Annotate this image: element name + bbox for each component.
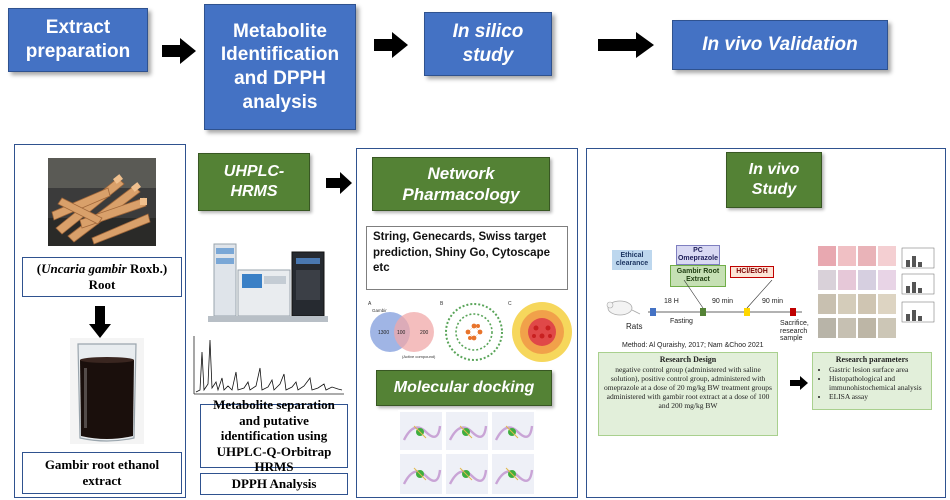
research-parameters-box: Research parameters Gastric lesion surfa…	[812, 352, 932, 410]
venn-left-value: 1300	[378, 330, 389, 336]
arrow-right-icon	[162, 38, 196, 64]
beaker-extract-image	[70, 338, 144, 444]
arrow-right-icon	[326, 172, 352, 194]
step-metabolite-identification: Metabolite Identification and DPPH analy…	[204, 4, 356, 130]
arrow-right-icon	[598, 32, 654, 58]
venn-label-b: B	[440, 301, 444, 307]
time-18h-label: 18 H	[664, 298, 679, 305]
tools-text: String, Genecards, Swiss target predicti…	[366, 226, 568, 290]
research-parameters-list: Gastric lesion surface area Histopatholo…	[817, 365, 927, 401]
research-design-text: negative control group (administered wit…	[604, 364, 772, 410]
step-extract-preparation: Extract preparation	[8, 8, 148, 72]
species-name: Uncaria gambir	[41, 261, 127, 277]
parameter-item: ELISA assay	[829, 392, 927, 401]
venn-left-name: Gambir	[372, 308, 387, 313]
arrow-right-icon	[790, 376, 808, 390]
molecular-docking-header: Molecular docking	[376, 370, 552, 406]
hrms-instrument-image	[206, 236, 330, 328]
hcl-etoh-box: HCl/EtOH	[730, 266, 774, 278]
timeline	[606, 280, 802, 316]
network-pharmacology-header: Network Pharmacology	[372, 157, 550, 211]
sacrifice-label: Sacrifice, research sample	[780, 320, 809, 343]
venn-mid-value: 100	[397, 330, 406, 336]
parameter-item: Histopathological and immunohistochemica…	[829, 374, 927, 392]
arrow-right-icon	[374, 32, 408, 58]
arrow-down-icon	[89, 306, 111, 338]
method-reference: Method: Al Quraishy, 2017; Nam &Choo 202…	[622, 342, 764, 349]
gambir-root-extract-box: Gambir Root Extract	[670, 265, 726, 287]
venn-label-a: A	[368, 301, 372, 307]
histology-grid-image	[818, 246, 938, 346]
uhplc-hrms-header: UHPLC-HRMS	[198, 153, 310, 211]
venn-label-c: C	[508, 301, 512, 307]
research-design-box: Research Design negative control group (…	[598, 352, 778, 436]
network-analysis-image: A B C Gambir 1300 100 200 (Active compou…	[364, 296, 574, 366]
chromatogram-image	[186, 332, 348, 402]
dpph-analysis-label: DPPH Analysis	[200, 473, 348, 495]
extract-label: Gambir root ethanol extract	[22, 452, 182, 494]
step-in-vivo-validation: In vivo Validation	[672, 20, 888, 70]
venn-right-name: (Active compound)	[402, 354, 436, 359]
parameter-item: Gastric lesion surface area	[829, 365, 927, 374]
research-parameters-title: Research parameters	[835, 355, 909, 364]
metabolite-method-label: Metabolite separation and putative ident…	[200, 397, 348, 474]
pc-omeprazole-box: PC Omeprazole	[676, 245, 720, 265]
research-design-title: Research Design	[659, 355, 717, 364]
time-90min-label-1: 90 min	[712, 298, 734, 305]
fasting-label: Fasting	[670, 318, 693, 325]
step-in-silico-study: In silico study	[424, 12, 552, 76]
venn-right-value: 200	[420, 330, 429, 336]
ethical-clearance-box: Ethical clearance	[612, 250, 652, 270]
docking-results-image	[398, 410, 536, 496]
rats-label: Rats	[626, 322, 643, 331]
time-90min-label-2: 90 min	[762, 298, 784, 305]
species-label: (Uncaria gambir Roxb.) Root	[22, 257, 182, 297]
in-vivo-study-header: In vivo Study	[726, 152, 822, 208]
gambir-root-image	[48, 158, 156, 246]
